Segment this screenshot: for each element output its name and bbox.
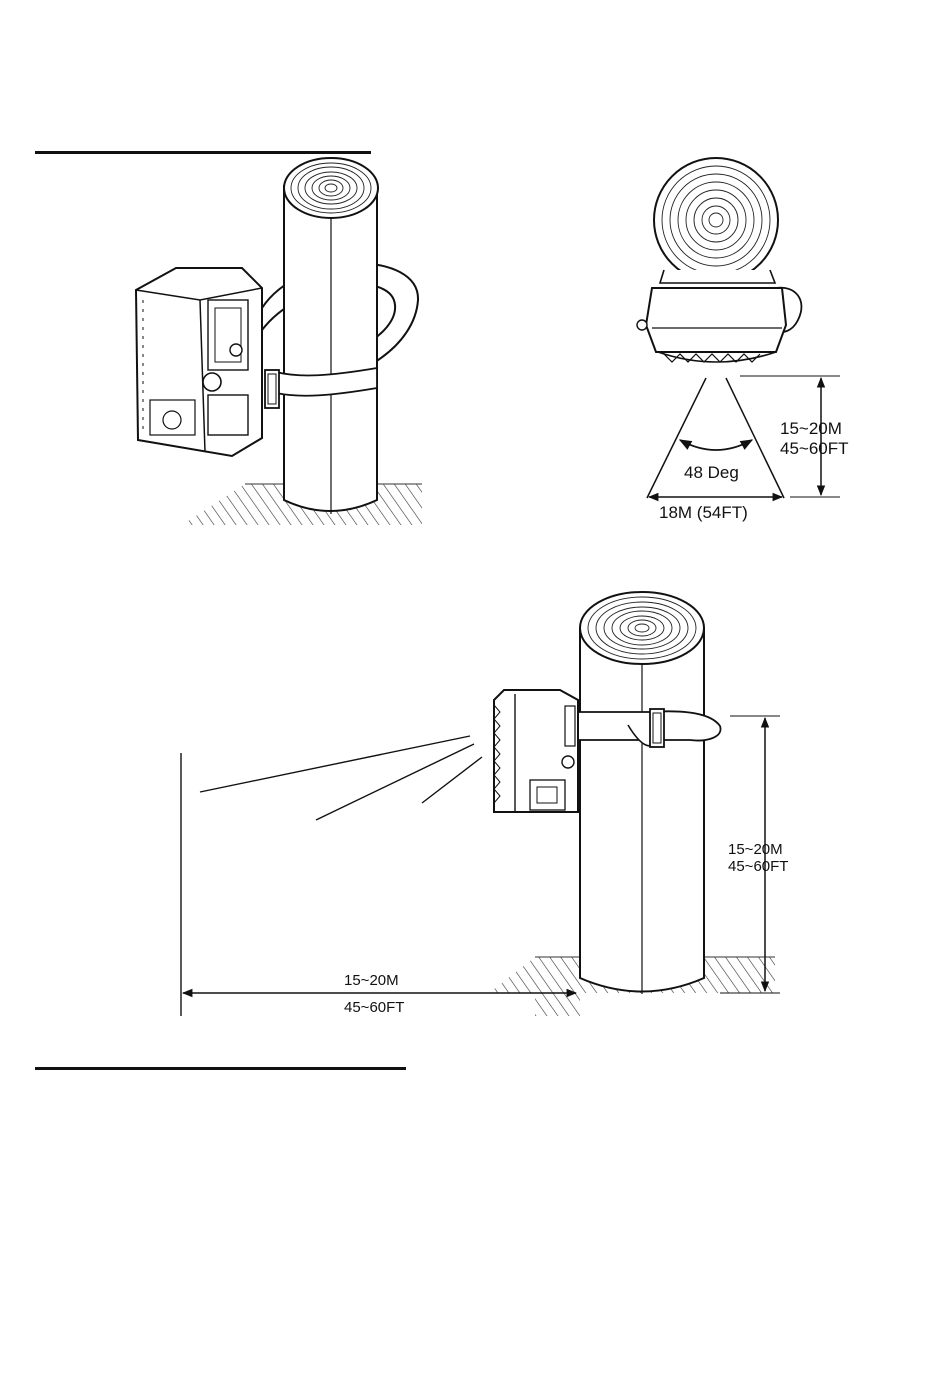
angle-label: 48 Deg bbox=[684, 463, 739, 482]
width-label: 18M (54FT) bbox=[659, 503, 748, 522]
height-meters-label: 15~20M bbox=[728, 841, 783, 858]
height-feet-label: 45~60FT bbox=[728, 858, 788, 875]
figure-strap-mount bbox=[136, 158, 422, 525]
figure-top-view: 48 Deg 18M (54FT) 15~20M 45~60FT bbox=[637, 158, 849, 522]
figure-side-view: 15~20M 45~60FT 15~20M 45~60FT bbox=[181, 592, 788, 1016]
trail-camera-top bbox=[637, 288, 786, 362]
trail-camera-side bbox=[494, 690, 578, 812]
range-meters-label: 15~20M bbox=[780, 419, 842, 438]
distance-feet-label: 45~60FT bbox=[344, 999, 404, 1016]
trail-camera-back bbox=[136, 268, 262, 456]
range-feet-label: 45~60FT bbox=[780, 439, 849, 458]
distance-meters-label: 15~20M bbox=[344, 972, 399, 989]
